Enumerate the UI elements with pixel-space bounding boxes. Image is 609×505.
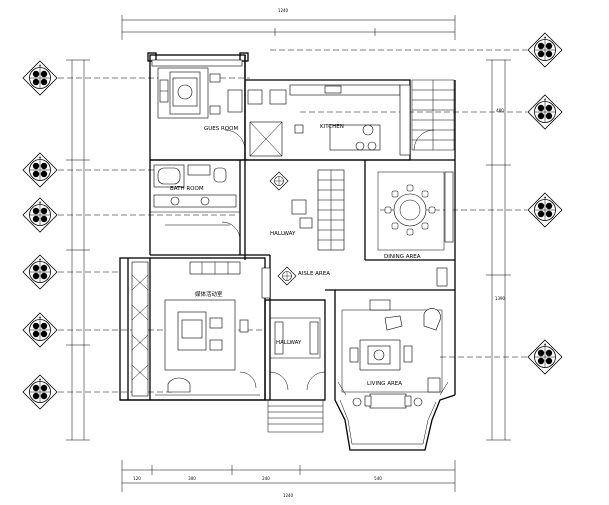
elevation-marker (22, 312, 58, 348)
aisle-area-furniture: AISLE AREA (261, 266, 448, 299)
kitchen-furniture: KITCHEN (247, 84, 411, 157)
dining-area-furniture: DINING AREA (377, 171, 454, 260)
hallway-lower-furniture: HALLWAY (267, 317, 326, 433)
dim-bottom-2: 300 (188, 476, 196, 481)
room-label-aisle-area: AISLE AREA (298, 271, 330, 277)
elevation-markers-left (22, 60, 58, 410)
stairs-top-right (412, 80, 454, 151)
elevation-marker (527, 94, 563, 130)
room-label-living-area: LIVING AREA (367, 381, 402, 387)
dim-bottom-3: 240 (262, 476, 270, 481)
elevation-marker (22, 152, 58, 188)
elevation-markers-right (527, 32, 563, 375)
elevation-marker (527, 32, 563, 68)
elevation-marker (22, 60, 58, 96)
bath-room-furniture: BATH ROOM (150, 164, 241, 241)
room-label-hallway-upper: HALLWAY (270, 231, 296, 237)
dim-top-overall: 1240 (278, 8, 289, 13)
room-label-dining-area: DINING AREA (384, 254, 421, 260)
room-label-kitchen: KITCHEN (320, 124, 344, 130)
dim-bottom-4: 540 (374, 476, 382, 481)
elevation-marker (22, 374, 58, 410)
dim-bottom-overall: 1240 (283, 493, 294, 498)
dimension-lines (66, 15, 511, 492)
hallway-upper-furniture: HALLWAY (269, 169, 345, 251)
elevation-marker (22, 197, 58, 233)
room-label-guest-room: GUES ROOM (204, 126, 238, 132)
guest-room-furniture: GUES ROOM (151, 59, 246, 151)
elevation-marker (22, 254, 58, 290)
living-area-furniture: LIVING AREA (337, 299, 449, 409)
elevation-marker (527, 192, 563, 228)
room-label-bath-room: BATH ROOM (170, 186, 204, 192)
dim-right-1: 480 (496, 108, 504, 113)
room-label-hallway-lower: HALLWAY (276, 340, 302, 346)
elevation-marker (527, 339, 563, 375)
room-label-media-room: 媒体活动室 (195, 290, 223, 298)
dim-right-2: 1390 (495, 296, 506, 301)
dim-bottom-1: 120 (133, 476, 141, 481)
lower-left-room-furniture: 媒体活动室 (131, 261, 260, 397)
